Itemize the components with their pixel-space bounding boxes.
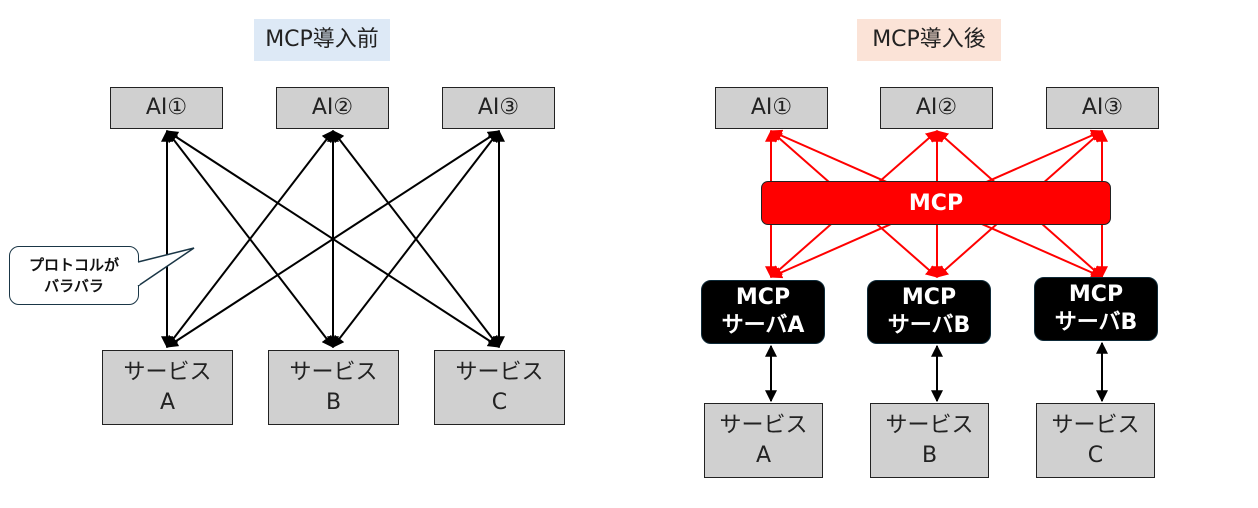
service-letter: C bbox=[1087, 442, 1104, 468]
mcp-bar: MCP bbox=[761, 181, 1111, 225]
after-server-to-service-connections bbox=[765, 341, 1108, 403]
service-letter: A bbox=[755, 442, 772, 468]
mcp-server-b: MCP サーバB bbox=[867, 280, 991, 344]
mcp-server-c: MCP サーバB bbox=[1034, 277, 1158, 341]
before-ai-node-2: AI② bbox=[276, 87, 389, 129]
after-service-b: サービス B bbox=[870, 403, 989, 478]
before-service-b: サービス B bbox=[268, 350, 399, 425]
service-label: サービス bbox=[885, 412, 974, 438]
service-letter: C bbox=[491, 389, 508, 415]
callout-bubble: プロトコルがバラバラ bbox=[9, 246, 139, 305]
server-name: サーバA bbox=[721, 313, 805, 338]
service-letter: B bbox=[325, 389, 342, 415]
before-title: MCP導入前 bbox=[254, 19, 390, 61]
service-letter: A bbox=[159, 389, 176, 415]
after-ai-node-1: AI① bbox=[715, 87, 828, 129]
service-label: サービス bbox=[123, 359, 212, 385]
server-label: MCP bbox=[1068, 282, 1124, 307]
server-label: MCP bbox=[735, 285, 791, 310]
before-connections bbox=[161, 129, 505, 349]
connector-ai3-service2 bbox=[332, 130, 500, 348]
callout-tail bbox=[136, 247, 195, 287]
service-label: サービス bbox=[289, 359, 378, 385]
service-label: サービス bbox=[455, 359, 544, 385]
service-letter: B bbox=[921, 442, 938, 468]
before-service-a: サービス A bbox=[102, 350, 233, 425]
server-name: サーバB bbox=[1054, 310, 1138, 335]
before-ai-node-1: AI① bbox=[110, 87, 223, 129]
callout-line-1: プロトコルが bbox=[28, 255, 119, 274]
server-label: MCP bbox=[901, 285, 957, 310]
callout-line-2: バラバラ bbox=[44, 276, 104, 295]
before-ai-node-3: AI③ bbox=[442, 87, 555, 129]
after-title: MCP導入後 bbox=[857, 19, 1001, 61]
before-service-c: サービス C bbox=[434, 350, 565, 425]
after-service-a: サービス A bbox=[704, 403, 823, 478]
after-service-c: サービス C bbox=[1036, 403, 1155, 478]
server-name: サーバB bbox=[887, 313, 971, 338]
after-ai-node-3: AI③ bbox=[1046, 87, 1159, 129]
after-ai-node-2: AI② bbox=[880, 87, 993, 129]
service-label: サービス bbox=[1051, 412, 1140, 438]
service-label: サービス bbox=[719, 412, 808, 438]
mcp-server-a: MCP サーバA bbox=[701, 280, 825, 344]
